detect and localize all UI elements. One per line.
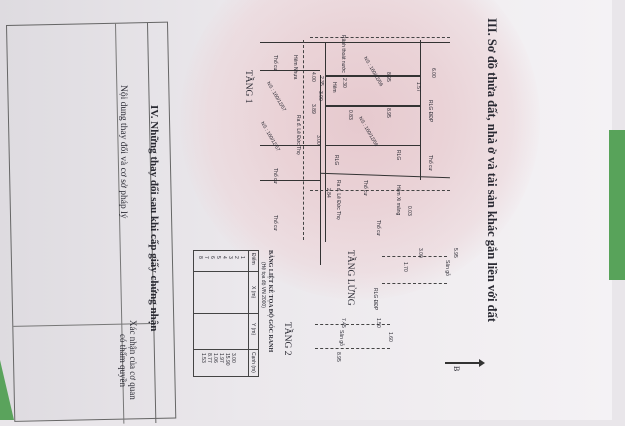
dimension: 3.89 — [310, 104, 316, 114]
section3-title: III. Sơ đồ thửa đất, nhà ở và tài sản kh… — [485, 18, 499, 323]
mezzanine-plan: 3.00 5.95 1.70 Sân gỗ RLG ĐĐP — [372, 248, 458, 338]
dimension: 2.84 — [325, 188, 331, 198]
mezzanine-label: TẦNG LỬNG — [345, 250, 355, 306]
point: 3 — [227, 256, 233, 259]
floor-2-label: TẦNG 2 — [282, 322, 292, 356]
dimension: 5.95 — [452, 248, 458, 258]
alley-concrete-label: Hẻm Xi măng — [395, 185, 401, 216]
dimension: 7.45 — [340, 318, 346, 328]
confirmation-column-header: Xác nhận của cơ quan có thẩm quyền — [118, 320, 138, 400]
point: 4 — [221, 256, 227, 259]
drain-label: Rãnh thoát nước — [340, 35, 346, 73]
point: 1 — [239, 256, 245, 259]
dimension: 1.70 — [402, 262, 408, 272]
rlg-label: RLG — [333, 155, 339, 166]
edge-list: 3.00 15.90 1.97 1.06 8.77 1.53 — [200, 353, 236, 366]
coord-header: Cạnh (m) — [250, 352, 256, 373]
floor-1-label: TẦNG 1 — [243, 70, 253, 104]
dimension: 3.00 — [315, 135, 321, 145]
dimension: 8.95 — [385, 108, 391, 118]
rlg-ddp-label: RLG ĐĐP — [427, 100, 433, 123]
land-label: Thổ cư — [272, 55, 278, 71]
point: 8 — [197, 256, 203, 259]
edge-length: 3.00 — [230, 353, 236, 363]
land-label: Thổ cư — [272, 168, 278, 184]
dimension: 3.00 — [417, 248, 423, 258]
floor-2-plan: 7.45 1.50 1.60 8.95 Sân gỗ — [305, 318, 400, 368]
land-label: Thổ cư — [362, 180, 368, 196]
edge-length: 1.06 — [212, 353, 218, 363]
house-number: NS : 160/12/57 — [265, 80, 287, 113]
rlg-label: RLG — [395, 150, 401, 161]
background-edge — [0, 360, 14, 420]
document-page: III. Sơ đồ thửa đất, nhà ở và tài sản kh… — [0, 0, 612, 424]
dimension: 1.60 — [387, 332, 393, 342]
land-label: Thổ cư — [375, 220, 381, 236]
balcony-label: Sân gỗ — [444, 260, 450, 276]
road-label: Ra đ. Lê Đức Thọ — [295, 115, 301, 155]
background-edge — [609, 130, 625, 280]
coord-table-subtitle: (Hệ tọa độ VN 2000) — [260, 262, 266, 308]
dimension: 2.35 — [318, 76, 324, 86]
north-label: B — [452, 366, 461, 372]
balcony-label: Sân gỗ — [338, 330, 344, 346]
land-label: Thổ cư — [272, 215, 278, 231]
dimension: 1.57 — [415, 82, 421, 92]
point: 5 — [215, 256, 221, 259]
rlg-ddp-label: RLG ĐĐP — [372, 288, 378, 311]
dimension: 8.95 — [385, 72, 391, 82]
edge-length: 1.53 — [200, 353, 206, 363]
point: 6 — [209, 256, 215, 259]
dimension: 3.00 — [317, 91, 323, 101]
dimension: 2.30 — [341, 78, 347, 88]
point-list: 1 2 3 4 5 6 7 8 — [197, 256, 245, 259]
site-plan: Rãnh thoát nước Hẻm Nhựa Hẻm Xi măng Ra … — [243, 30, 455, 265]
coord-table: Điểm X (m) Y (m) Cạnh (m) 1 2 3 4 5 6 7 … — [193, 250, 259, 377]
dimension: 0.83 — [347, 110, 353, 120]
dimension: 4.00 — [310, 72, 316, 82]
point: 2 — [233, 256, 239, 259]
coord-header: Điểm — [250, 253, 256, 265]
house-number: NS : 160/12/57 — [259, 120, 281, 153]
dimension: 6.00 — [430, 68, 436, 78]
house-number: NS : 160/12/56 — [362, 55, 384, 88]
alley-asphalt-label: Hẻm Nhựa — [292, 55, 298, 80]
section4-title: IV. Những thay đổi sau khi cấp giấy chứn… — [148, 105, 160, 332]
changes-column-header: Nội dung thay đổi và cơ sở pháp lý — [118, 85, 128, 219]
edge-length: 1.97 — [218, 353, 224, 363]
land-label: Thổ cư — [427, 155, 433, 171]
edge-length: 15.90 — [224, 353, 230, 366]
coord-table-title: BẢNG LIỆT KÊ TỌA ĐỘ GÓC RANH — [267, 250, 273, 353]
coord-header: X (m) — [250, 286, 256, 299]
dimension: 8.95 — [335, 352, 341, 362]
road-label: Ra đ. Lê Đức Thọ — [335, 180, 341, 220]
edge-length: 8.77 — [206, 353, 212, 363]
point: 7 — [203, 256, 209, 259]
coord-header: Y (m) — [250, 323, 256, 336]
north-arrow-icon — [445, 359, 485, 366]
hem-label: Hẻm — [331, 82, 337, 93]
dimension: 0.03 — [406, 206, 412, 216]
house-number: NS : 160/12/56 — [357, 115, 379, 148]
dimension: 1.50 — [375, 318, 381, 328]
